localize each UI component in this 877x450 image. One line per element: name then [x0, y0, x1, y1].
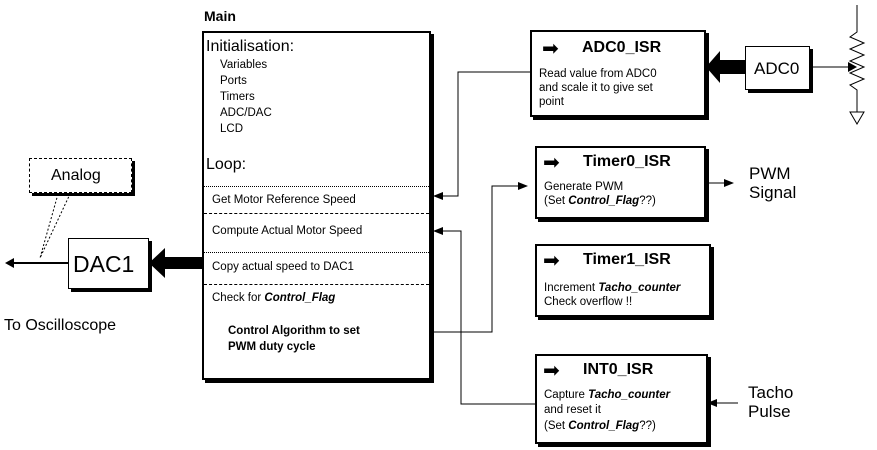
adc0-isr-line: Read value from ADC0: [539, 68, 657, 80]
step-compute-actual-speed: Compute Actual Motor Speed: [212, 225, 363, 237]
text-fragment: Capture: [544, 389, 589, 401]
tacho-pulse-label: Pulse: [748, 402, 791, 421]
text-fragment: Increment: [544, 282, 599, 294]
adc0-isr-to-main-connector: [433, 71, 530, 200]
isr-arrow-icon: ➡: [542, 38, 559, 60]
int0-isr-line1: Capture Tacho_counter: [544, 389, 670, 402]
pwm-signal-label: PWM: [749, 164, 791, 183]
isr-arrow-icon: ➡: [543, 152, 560, 174]
output-arrowhead: [5, 258, 14, 268]
step-divider: [204, 186, 429, 187]
main-title: Main: [204, 8, 236, 24]
analog-label: Analog: [51, 167, 101, 184]
control-flag-label: Control_Flag: [568, 420, 640, 432]
init-item: Timers: [220, 91, 255, 103]
isr-arrow-icon: ➡: [543, 250, 560, 272]
adc0-label: ADC0: [754, 59, 800, 78]
main-to-timer0-connector: [430, 182, 528, 333]
control-algorithm-line2: PWM duty cycle: [228, 341, 316, 353]
init-item: Variables: [220, 59, 268, 71]
text-fragment: ??): [639, 420, 656, 432]
text-fragment: (Set: [544, 420, 569, 432]
step-divider: [204, 284, 429, 285]
check-for-text: Check for: [212, 292, 262, 304]
adc0-isr-block: ➡ ADC0_ISR Read value from ADC0 and scal…: [530, 30, 706, 117]
tacho-counter-label: Tacho_counter: [598, 282, 681, 294]
int0-isr-title: INT0_ISR: [583, 361, 654, 378]
step-copy-to-dac1: Copy actual speed to DAC1: [212, 261, 354, 273]
adc0-isr-line: point: [539, 96, 564, 108]
int0-isr-to-main-connector: [433, 227, 535, 405]
dac1-block: DAC1: [68, 238, 149, 289]
timer0-isr-line2: (Set Control_Flag??): [544, 195, 656, 208]
oscilloscope-label: To Oscilloscope: [4, 317, 117, 334]
init-item: LCD: [220, 123, 244, 135]
text-fragment: (Set: [544, 195, 569, 207]
timer1-isr-line1: Increment Tacho_counter: [544, 282, 680, 295]
adc0-isr-line: and scale it to give set: [539, 82, 653, 94]
control-flag-label: Control_Flag: [264, 292, 336, 304]
tacho-counter-label: Tacho_counter: [588, 389, 671, 401]
timer1-isr-line2: Check overflow !!: [544, 296, 633, 308]
step-divider: [204, 252, 429, 253]
init-heading: Initialisation:: [206, 38, 295, 55]
tacho-pulse-label: Tacho: [748, 383, 794, 402]
init-item: Ports: [220, 75, 247, 87]
pot-wiper-arrow: [848, 62, 857, 72]
timer1-isr-title: Timer1_ISR: [583, 251, 671, 268]
timer1-isr-block: ➡ Timer1_ISR Increment Tacho_counter Che…: [535, 244, 711, 317]
timer0-isr-line1: Generate PWM: [544, 181, 624, 193]
main-block: Initialisation: Variables Ports Timers A…: [202, 31, 431, 380]
isr-arrow-icon: ➡: [543, 360, 560, 382]
analog-callout: Analog: [29, 158, 132, 193]
int0-isr-line2: and reset it: [544, 404, 601, 416]
control-flag-label: Control_Flag: [568, 195, 640, 207]
analog-callout-pointer: [39, 193, 71, 259]
control-algorithm-line1: Control Algorithm to set: [228, 325, 360, 337]
text-fragment: ??): [639, 195, 656, 207]
adc0-to-isr-big-arrow: [706, 51, 745, 83]
ground-symbol: [849, 111, 865, 125]
potentiometer-resistor: [848, 5, 866, 112]
main-to-dac1-big-arrow: [149, 248, 204, 278]
loop-heading: Loop:: [206, 156, 247, 173]
init-item: ADC/DAC: [220, 107, 272, 119]
int0-isr-line3: (Set Control_Flag??): [544, 420, 656, 433]
step-get-reference-speed: Get Motor Reference Speed: [212, 194, 356, 206]
step-divider: [204, 213, 429, 214]
adc0-isr-title: ADC0_ISR: [582, 39, 662, 56]
timer0-isr-block: ➡ Timer0_ISR Generate PWM (Set Control_F…: [535, 146, 706, 219]
step-check-flag: Check for Control_Flag: [212, 292, 335, 305]
adc0-block: ADC0: [745, 46, 810, 90]
pwm-signal-label: Signal: [749, 183, 797, 202]
dac1-label: DAC1: [73, 251, 135, 277]
int0-isr-block: ➡ INT0_ISR Capture Tacho_counter and res…: [535, 354, 708, 444]
timer0-isr-title: Timer0_ISR: [583, 153, 671, 170]
